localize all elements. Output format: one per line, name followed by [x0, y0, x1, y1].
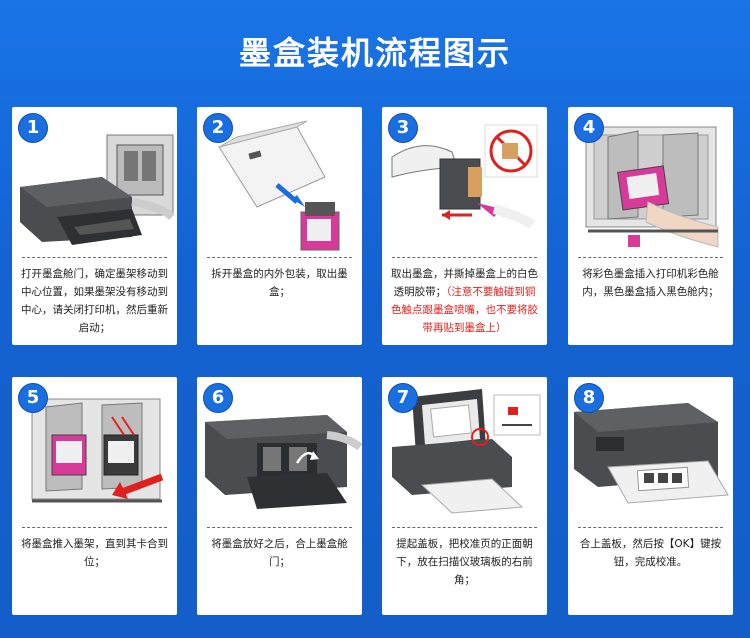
step-card-8: 8 合上盖板，然后按【OK】键按钮，完成校准。: [568, 377, 733, 615]
divider: [578, 527, 723, 528]
step-number-badge: 5: [18, 383, 48, 413]
step-description: 拆开墨盒的内外包装，取出墨盒；: [211, 268, 348, 298]
warning-text: （注意不要触碰到铜色触点跟墨盒喷嘴，也不要将胶带再贴到墨盒上）: [391, 286, 538, 334]
tape-remove-icon: [382, 107, 547, 257]
step-card-5: 5 将墨盒推入墨架，直到其卡合到位；: [12, 377, 177, 615]
step-description: 将墨盒推入墨架，直到其卡合到位；: [21, 538, 168, 568]
step-description: 合上盖板，然后按【OK】键按钮，完成校准。: [579, 538, 722, 568]
step-description: 将彩色墨盒插入打印机彩色舱内，黑色墨盒插入黑色舱内；: [582, 268, 719, 298]
step-card-7: 7 提起盖板，把校准页的正面朝下，放在扫描仪玻璃板的右前角；: [382, 377, 547, 615]
step-description: 打开墨盒舱门，确定墨架移动到中心位置，如果墨架没有移动到中心，请关闭打印机，然后…: [21, 268, 168, 334]
step-card-3: 3 取出墨盒，并撕掉墨盒上的白色透明胶带；（注意不要触碰到铜色触点跟墨盒喷嘴，也…: [382, 107, 547, 345]
cartridge-unpack-icon: [197, 107, 362, 257]
cartridge-insert-color-icon: [568, 107, 733, 257]
divider: [22, 527, 167, 528]
divider: [578, 257, 723, 258]
step-card-6: 6 将墨盒放好之后，合上墨盒舱门；: [197, 377, 362, 615]
step-card-4: 4 将彩色墨盒插入打印机彩色舱内，黑色墨盒插入黑色舱内；: [568, 107, 733, 345]
step-description: 将墨盒放好之后，合上墨盒舱门；: [211, 538, 348, 568]
scanner-lid-open-icon: [382, 377, 547, 527]
step-number-badge: 1: [18, 113, 48, 143]
step-card-1: 1 打开墨盒舱门，确定墨架移动到中心位置，如果墨架没有移动到中心，请关闭打印机，…: [12, 107, 177, 345]
cartridge-push-icon: [12, 377, 177, 527]
step-number-badge: 8: [574, 383, 604, 413]
printer-ok-button-icon: [568, 377, 733, 527]
step-number-badge: 2: [203, 113, 233, 143]
step-number-badge: 6: [203, 383, 233, 413]
divider: [207, 257, 352, 258]
divider: [22, 257, 167, 258]
step-number-badge: 7: [388, 383, 418, 413]
step-number-badge: 4: [574, 113, 604, 143]
step-card-2: 2 拆开墨盒的内外包装，取出墨盒；: [197, 107, 362, 345]
step-text: 取出墨盒，并撕掉墨盒上的白色透明胶带；: [391, 268, 538, 298]
step-description: 取出墨盒，并撕掉墨盒上的白色透明胶带；（注意不要触碰到铜色触点跟墨盒喷嘴，也不要…: [390, 265, 539, 337]
printer-close-door-icon: [197, 377, 362, 527]
step-description: 提起盖板，把校准页的正面朝下，放在扫描仪玻璃板的右前角；: [396, 538, 533, 586]
divider: [392, 257, 537, 258]
printer-open-lid-icon: [12, 107, 177, 257]
divider: [392, 527, 537, 528]
divider: [207, 527, 352, 528]
step-number-badge: 3: [388, 113, 418, 143]
page-title: 墨盒装机流程图示: [238, 34, 511, 72]
